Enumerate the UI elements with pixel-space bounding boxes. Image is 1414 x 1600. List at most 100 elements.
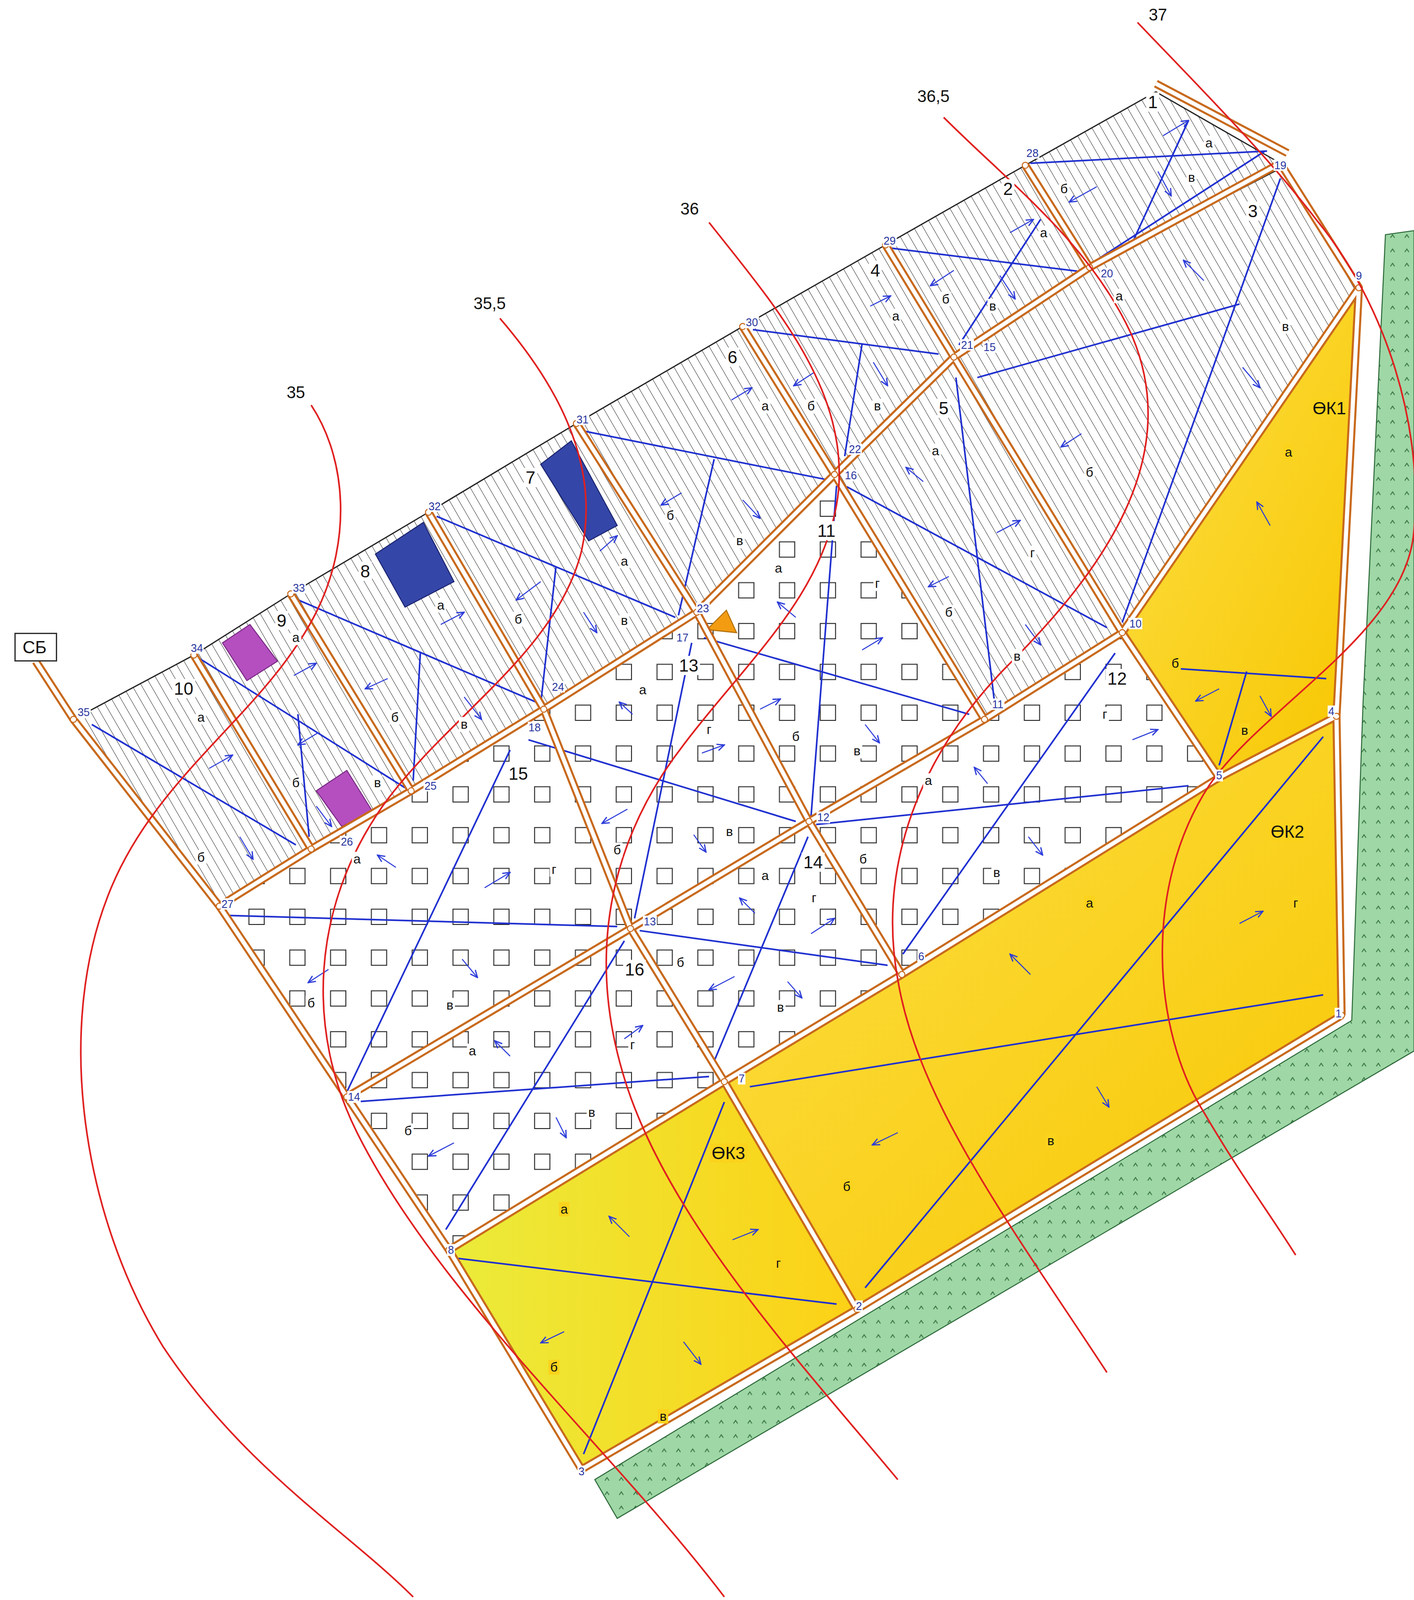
survey-line <box>816 785 1189 825</box>
flow-arrow <box>709 976 735 990</box>
survey-line <box>956 377 995 705</box>
flow-arrow <box>739 898 755 914</box>
subarea-letter: б <box>790 729 802 745</box>
flow-arrow <box>462 959 478 978</box>
flow-arrow <box>693 834 707 853</box>
point-number: 17 <box>675 631 690 644</box>
subarea-letter: в <box>775 1000 786 1015</box>
flow-arrow <box>619 702 633 715</box>
map-graphic <box>581 1015 1342 1470</box>
survey-line <box>222 915 618 927</box>
parcel-number: 8 <box>358 561 372 581</box>
subarea-letter: б <box>195 850 207 865</box>
flow-arrow <box>1132 729 1158 740</box>
map-graphic <box>346 287 1359 1098</box>
flow-arrow <box>239 836 253 860</box>
flow-arrow <box>1010 219 1034 233</box>
map-graphic <box>35 661 582 1470</box>
flow-arrow <box>1069 186 1097 202</box>
subarea-letter: а <box>772 561 784 577</box>
map-graphic <box>428 512 857 1310</box>
survey-line <box>351 1076 710 1103</box>
parcel-number: ӨК2 <box>1269 822 1307 842</box>
parcel-number: 2 <box>1001 179 1015 199</box>
subarea-letter: б <box>389 710 401 725</box>
flow-arrow <box>516 581 541 601</box>
parcel-number: 6 <box>725 347 739 367</box>
map-graphic <box>346 287 1359 1098</box>
parcel-number: 5 <box>937 398 951 418</box>
flow-arrow <box>996 520 1021 533</box>
point-number: 5 <box>1215 769 1223 782</box>
flow-arrow <box>742 500 761 519</box>
map-graphic <box>448 1081 858 1470</box>
contour-lines <box>80 22 1414 1598</box>
parcel-number: ӨК3 <box>710 1143 748 1163</box>
point-number: 13 <box>642 915 657 928</box>
parcel-number: 11 <box>815 521 838 541</box>
subarea-letter: г <box>1291 895 1300 911</box>
subarea-letter: а <box>922 773 934 789</box>
map-graphic <box>80 405 414 1598</box>
map-graphic <box>35 661 582 1470</box>
flow-arrow <box>540 1332 565 1344</box>
flow-arrow <box>1096 1086 1110 1108</box>
subarea-letter: б <box>675 955 687 970</box>
flow-arrow <box>905 467 924 482</box>
map-graphic <box>1137 22 1414 1256</box>
survey-line <box>844 344 863 457</box>
survey-point <box>408 787 415 794</box>
point-number: 7 <box>737 1072 746 1085</box>
point-number: 34 <box>190 642 205 654</box>
subarea-letter: г <box>809 890 819 906</box>
survey-line <box>749 994 1324 1087</box>
flow-arrow <box>870 296 891 307</box>
subarea-letter: г <box>628 1037 637 1053</box>
survey-point <box>1022 162 1029 169</box>
map-graphic <box>1155 83 1288 154</box>
flow-arrow <box>601 809 628 824</box>
parcel-number: 15 <box>506 764 530 784</box>
point-number: 9 <box>1355 269 1363 282</box>
subarea-letter: в <box>444 997 456 1013</box>
subarea-letter: в <box>657 1409 669 1425</box>
map-graphic <box>742 326 985 720</box>
point-number: 26 <box>339 836 354 848</box>
survey-point <box>1119 629 1126 636</box>
point-number: 24 <box>551 681 566 693</box>
flow-arrow <box>494 1041 510 1057</box>
flow-arrow <box>1260 696 1272 717</box>
map-graphic <box>1155 83 1288 154</box>
subarea-letter: а <box>930 443 942 459</box>
point-number: 31 <box>575 413 590 426</box>
subarea-letter: в <box>734 533 745 549</box>
map-graphic <box>1025 165 1090 268</box>
flow-arrow <box>599 535 618 551</box>
subarea-letter: а <box>890 309 902 325</box>
subarea-letter: б <box>857 851 869 867</box>
flow-arrow <box>731 387 752 400</box>
flow-arrow <box>1183 260 1204 281</box>
subarea-letter: а <box>759 868 771 884</box>
flow-arrow <box>862 637 883 650</box>
subarea-letter: в <box>586 1105 598 1121</box>
flow-arrow <box>787 981 803 998</box>
subarea-letter: в <box>724 824 735 840</box>
subarea-letter: г <box>549 862 559 878</box>
point-number: 10 <box>1128 618 1143 630</box>
point-number: 16 <box>843 469 858 482</box>
map-graphic <box>193 655 311 850</box>
flow-arrow <box>683 1342 701 1365</box>
subarea-letter: а <box>759 399 771 414</box>
subarea-letter: в <box>1011 648 1023 664</box>
flow-arrow <box>556 1117 567 1138</box>
point-number: 14 <box>347 1091 362 1103</box>
subarea-letter: а <box>195 710 207 725</box>
map-graphic <box>193 655 311 850</box>
point-number: 22 <box>847 443 862 455</box>
contour-label: 36,5 <box>915 87 952 106</box>
point-number: 4 <box>1327 705 1336 718</box>
flow-arrow <box>928 576 950 587</box>
